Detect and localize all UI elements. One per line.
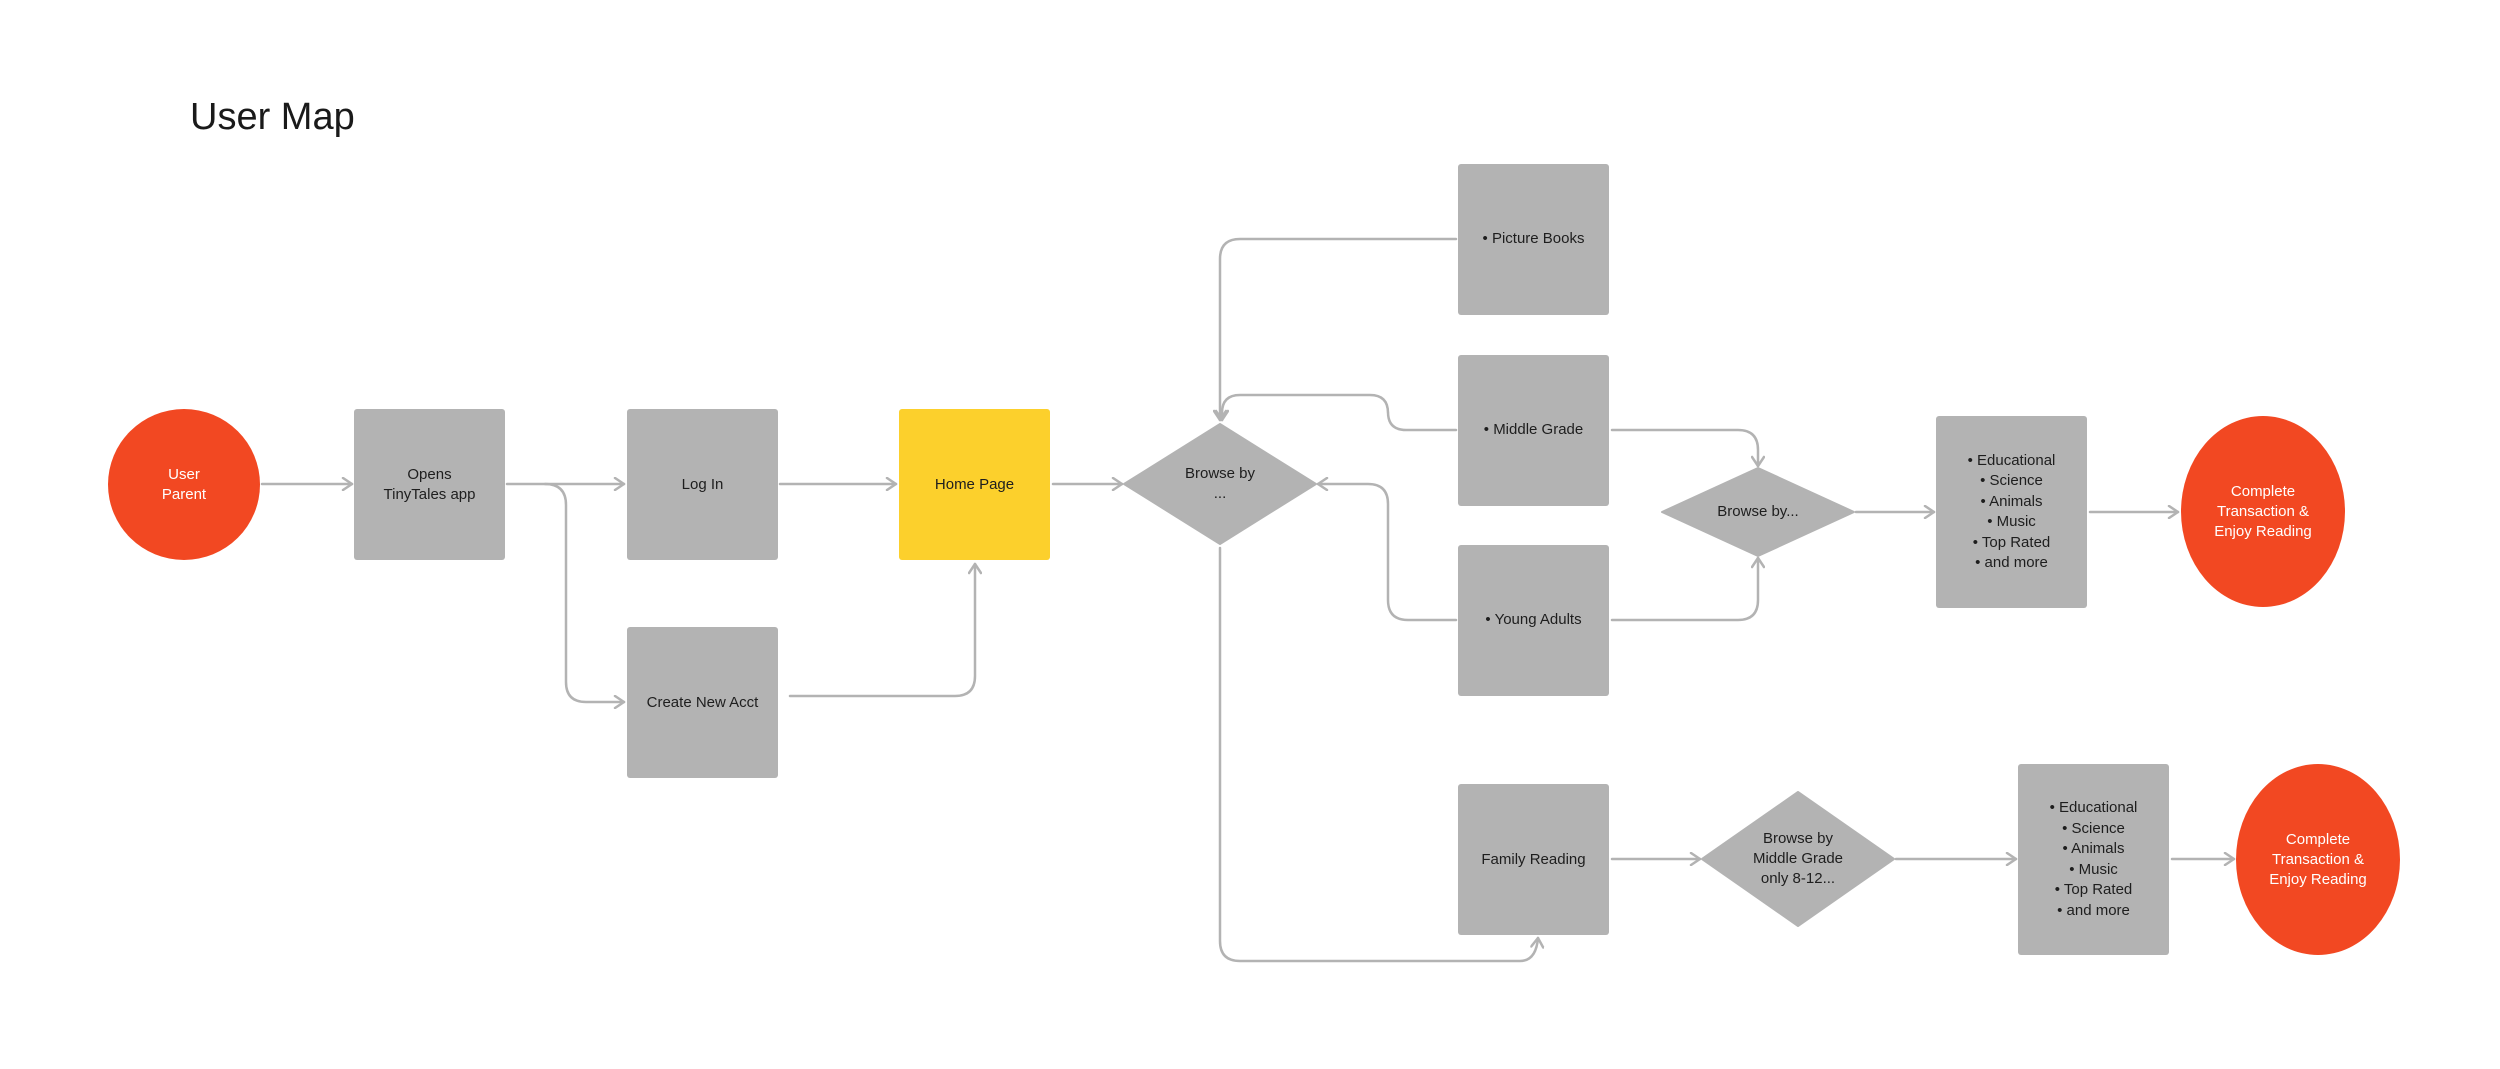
arrow-picture-books-to-browse [1220,237,1458,422]
arrow-middle-grade-to-browse [1222,393,1458,432]
browse-mg-line3: only 8-12... [1760,870,1836,887]
log-in-node[interactable]: Log In [627,409,778,560]
decision-diamond-shape [1123,423,1317,545]
user-parent-label-line1: User [168,465,200,483]
opens-app-label-line1: Opens [407,465,452,483]
family-reading-node[interactable]: Family Reading [1458,784,1609,935]
young-adults-node[interactable]: Young Adults [1458,545,1609,696]
category-item: Science [2050,819,2138,840]
browse-by-second-decision[interactable]: Browse by... [1660,466,1856,558]
opens-app-label-line2: TinyTales app [383,485,476,503]
user-parent-label-line2: Parent [161,485,207,503]
categories-top-list: Educational Science Animals Music Top Ra… [1968,451,2056,574]
decision-diamond-shape [1661,467,1855,557]
browse-mg-line2: Middle Grade [1752,850,1844,867]
complete-bottom-line1: Complete [2285,830,2351,848]
browse-by-middle-grade-decision[interactable]: Browse by Middle Grade only 8-12... [1700,790,1896,928]
home-page-node[interactable]: Home Page [899,409,1050,560]
browse-by-second-label: Browse by... [1717,503,1799,520]
category-item: Science [1968,471,2056,492]
arrow-create-to-home [788,562,975,698]
complete-top-line3: Enjoy Reading [2214,522,2312,540]
arrow-middle-grade-to-browse2 [1610,428,1758,468]
home-page-label: Home Page [934,475,1015,493]
browse-by-label-line1: Browse by [1184,465,1256,482]
complete-top-line1: Complete [2230,482,2296,500]
create-account-node[interactable]: Create New Acct [627,627,778,778]
categories-bottom-node[interactable]: Educational Science Animals Music Top Ra… [2018,764,2169,955]
family-reading-label: Family Reading [1481,850,1586,868]
arrow-young-adults-to-browse2 [1610,556,1758,622]
category-item: Music [2050,860,2138,881]
category-item: and more [1968,553,2056,574]
complete-top-line2: Transaction & [2216,502,2309,520]
category-item: Animals [1968,492,2056,513]
category-item: Educational [2050,798,2137,819]
complete-bottom-line2: Transaction & [2271,850,2364,868]
decision-diamond-shape [1701,791,1895,927]
complete-transaction-bottom-node[interactable]: Complete Transaction & Enjoy Reading [2236,764,2400,955]
picture-books-label: Picture Books [1483,229,1585,250]
category-item: Top Rated [2050,880,2138,901]
categories-bottom-list: Educational Science Animals Music Top Ra… [2050,798,2138,922]
category-item: Animals [2050,839,2138,860]
middle-grade-node[interactable]: Middle Grade [1458,355,1609,506]
category-item: and more [2050,901,2138,922]
browse-by-decision[interactable]: Browse by ... [1122,422,1318,546]
middle-grade-label: Middle Grade [1484,420,1583,441]
complete-transaction-top-node[interactable]: Complete Transaction & Enjoy Reading [2181,416,2345,607]
browse-by-label-line2: ... [1213,485,1227,502]
create-account-label: Create New Acct [646,693,759,711]
log-in-label: Log In [681,475,724,493]
browse-mg-line1: Browse by [1762,830,1833,847]
opens-app-node[interactable]: Opens TinyTales app [354,409,505,560]
category-item: Top Rated [1968,533,2056,554]
arrow-young-adults-to-browse [1316,484,1458,622]
arrow-browse-to-family-reading [1218,546,1538,963]
category-item: Educational [1968,451,2055,472]
user-parent-node[interactable]: User Parent [108,409,260,560]
young-adults-label: Young Adults [1485,610,1582,631]
page-title: User Map [190,96,355,138]
categories-top-node[interactable]: Educational Science Animals Music Top Ra… [1936,416,2087,608]
complete-bottom-line3: Enjoy Reading [2269,870,2367,888]
arrow-opens-to-create [543,482,626,702]
picture-books-node[interactable]: Picture Books [1458,164,1609,315]
category-item: Music [1968,512,2056,533]
